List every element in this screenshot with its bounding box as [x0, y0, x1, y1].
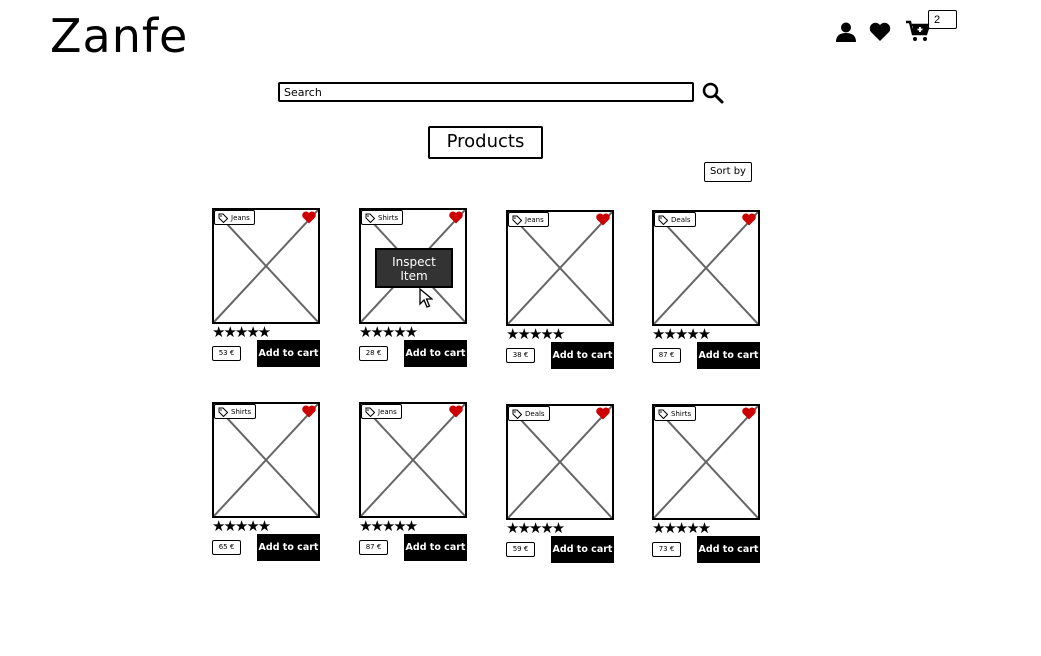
tag-icon: [218, 213, 228, 223]
favorite-heart-icon[interactable]: [596, 213, 610, 226]
user-icon[interactable]: [836, 22, 856, 42]
category-label: Shirts: [231, 407, 252, 416]
image-placeholder-icon: [654, 406, 758, 518]
product-image[interactable]: Shirts: [212, 402, 320, 518]
image-placeholder-icon: [214, 210, 318, 322]
mouse-cursor-icon: [419, 288, 433, 308]
page-title: Products: [428, 126, 543, 159]
cart-icon[interactable]: [906, 20, 930, 42]
category-tag: Jeans: [361, 404, 402, 419]
category-tag: Shirts: [654, 406, 697, 421]
category-tag: Jeans: [508, 212, 549, 227]
rating-stars: ★★★★★: [506, 519, 565, 537]
category-tag: Shirts: [361, 210, 404, 225]
category-label: Shirts: [671, 409, 692, 418]
price-label: 28 €: [359, 346, 388, 361]
favorite-heart-icon[interactable]: [449, 211, 463, 224]
rating-stars: ★★★★★: [359, 517, 418, 535]
price-label: 53 €: [212, 346, 241, 361]
add-to-cart-button[interactable]: Add to cart: [257, 340, 320, 367]
product-card: Deals ★★★★★ 87 € Add to cart: [652, 210, 762, 375]
add-to-cart-button[interactable]: Add to cart: [551, 536, 614, 563]
rating-stars: ★★★★★: [359, 323, 418, 341]
rating-stars: ★★★★★: [212, 323, 271, 341]
favorite-heart-icon[interactable]: [596, 407, 610, 420]
category-tag: Shirts: [214, 404, 257, 419]
tag-icon: [658, 409, 668, 419]
category-label: Jeans: [525, 215, 544, 224]
product-image[interactable]: Shirts Inspect Item: [359, 208, 467, 324]
product-card: Shirts ★★★★★ 73 € Add to cart: [652, 404, 762, 569]
product-image[interactable]: Deals: [652, 210, 760, 326]
favorite-heart-icon[interactable]: [742, 213, 756, 226]
tag-icon: [365, 213, 375, 223]
rating-stars: ★★★★★: [652, 519, 711, 537]
product-card: Jeans ★★★★★ 87 € Add to cart: [359, 402, 469, 567]
category-tag: Deals: [654, 212, 696, 227]
add-to-cart-button[interactable]: Add to cart: [404, 340, 467, 367]
add-to-cart-button[interactable]: Add to cart: [551, 342, 614, 369]
price-label: 87 €: [359, 540, 388, 555]
wishlist-heart-icon[interactable]: [869, 22, 891, 42]
product-card: Jeans ★★★★★ 53 € Add to cart: [212, 208, 322, 373]
category-label: Jeans: [231, 213, 250, 222]
favorite-heart-icon[interactable]: [302, 211, 316, 224]
price-label: 87 €: [652, 348, 681, 363]
favorite-heart-icon[interactable]: [742, 407, 756, 420]
category-label: Shirts: [378, 213, 399, 222]
add-to-cart-button[interactable]: Add to cart: [257, 534, 320, 561]
rating-stars: ★★★★★: [212, 517, 271, 535]
category-tag: Jeans: [214, 210, 255, 225]
price-label: 38 €: [506, 348, 535, 363]
product-image[interactable]: Jeans: [359, 402, 467, 518]
tag-icon: [218, 407, 228, 417]
category-label: Deals: [525, 409, 545, 418]
tag-icon: [365, 407, 375, 417]
tag-icon: [512, 409, 522, 419]
image-placeholder-icon: [508, 406, 612, 518]
product-card: Jeans ★★★★★ 38 € Add to cart: [506, 210, 616, 375]
search-icon[interactable]: [702, 82, 724, 104]
cart-count-badge: 2: [928, 10, 957, 29]
price-label: 73 €: [652, 542, 681, 557]
favorite-heart-icon[interactable]: [302, 405, 316, 418]
image-placeholder-icon: [214, 404, 318, 516]
product-image[interactable]: Deals: [506, 404, 614, 520]
price-label: 59 €: [506, 542, 535, 557]
category-label: Deals: [671, 215, 691, 224]
search-input[interactable]: [278, 82, 694, 102]
tag-icon: [658, 215, 668, 225]
category-tag: Deals: [508, 406, 550, 421]
logo[interactable]: Zanfe: [50, 9, 189, 63]
category-label: Jeans: [378, 407, 397, 416]
price-label: 65 €: [212, 540, 241, 555]
tag-icon: [512, 215, 522, 225]
product-card: Shirts Inspect Item ★★★★★ 28 € Add to ca…: [359, 208, 469, 373]
rating-stars: ★★★★★: [652, 325, 711, 343]
product-image[interactable]: Jeans: [506, 210, 614, 326]
product-card: Deals ★★★★★ 59 € Add to cart: [506, 404, 616, 569]
favorite-heart-icon[interactable]: [449, 405, 463, 418]
add-to-cart-button[interactable]: Add to cart: [404, 534, 467, 561]
product-image[interactable]: Jeans: [212, 208, 320, 324]
add-to-cart-button[interactable]: Add to cart: [697, 536, 760, 563]
image-placeholder-icon: [508, 212, 612, 324]
product-card: Shirts ★★★★★ 65 € Add to cart: [212, 402, 322, 567]
sort-by-button[interactable]: Sort by: [704, 162, 752, 182]
rating-stars: ★★★★★: [506, 325, 565, 343]
image-placeholder-icon: [361, 404, 465, 516]
inspect-item-button[interactable]: Inspect Item: [375, 248, 453, 288]
add-to-cart-button[interactable]: Add to cart: [697, 342, 760, 369]
product-image[interactable]: Shirts: [652, 404, 760, 520]
image-placeholder-icon: [654, 212, 758, 324]
